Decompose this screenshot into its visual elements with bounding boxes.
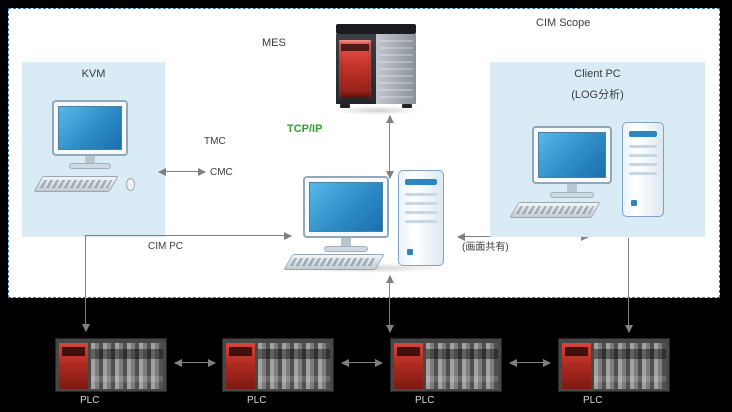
clientpc-plc4-connector <box>624 238 633 333</box>
mes-server-icon <box>332 24 424 116</box>
plc3-label: PLC <box>415 395 435 406</box>
cim-pc-keyboard-icon <box>283 254 385 270</box>
kvm-plc1-connector <box>81 235 90 332</box>
mes-label: MES <box>262 37 286 49</box>
client-screen <box>538 132 606 178</box>
kvm-monitor-icon <box>52 100 128 156</box>
mes-cimpc-arrow <box>385 115 394 179</box>
cim-pc-label: CIM PC <box>148 241 183 252</box>
cim-pc-monitor-base <box>324 246 368 252</box>
kvm-keyboard-icon <box>33 176 119 192</box>
kvm-monitor-stand <box>85 156 95 164</box>
client-computer-icon <box>490 62 705 237</box>
client-pc-label: Client PC <box>574 68 621 80</box>
cimpc-pointer-arrow <box>85 231 292 240</box>
tower-power-button <box>631 200 637 206</box>
plc-modules <box>91 343 163 389</box>
plc-modules <box>426 343 498 389</box>
client-monitor-icon <box>532 126 612 184</box>
kvm-mouse-icon <box>126 178 135 191</box>
cim-pc-monitor-stand <box>341 238 351 246</box>
client-pc-panel: Client PC (LOG分析) <box>490 62 705 237</box>
plc1-icon <box>55 338 167 392</box>
server-foot <box>402 104 412 108</box>
cmc-label: CMC <box>210 167 233 178</box>
kvm-cimpc-arrow <box>158 167 206 176</box>
client-monitor-stand <box>567 184 577 192</box>
kvm-screen <box>58 106 122 150</box>
plc3-plc4-arrow <box>509 358 551 367</box>
cim-pc-screen <box>309 182 383 232</box>
kvm-panel: KVM <box>22 62 165 237</box>
tower-power-button <box>407 249 413 255</box>
plc4-label: PLC <box>583 395 603 406</box>
plc1-label: PLC <box>80 395 100 406</box>
server-shadow <box>334 106 422 115</box>
tcpip-label: TCP/IP <box>287 123 323 135</box>
plc3-icon <box>390 338 502 392</box>
plc-red-module <box>226 343 255 389</box>
server-foot <box>340 104 350 108</box>
plc4-icon <box>558 338 670 392</box>
plc-red-module <box>59 343 88 389</box>
client-tower-icon <box>622 122 664 217</box>
cim-scope-label: CIM Scope <box>536 17 591 29</box>
cim-pc-monitor-icon <box>303 176 389 238</box>
plc2-plc3-arrow <box>341 358 383 367</box>
client-keyboard-icon <box>509 202 601 218</box>
cim-pc-tower-icon <box>398 170 444 266</box>
plc-modules <box>594 343 666 389</box>
plc2-label: PLC <box>247 395 267 406</box>
plc-red-module <box>394 343 423 389</box>
client-pc-sublabel: (LOG分析) <box>571 89 624 101</box>
cim-pc-icon <box>280 165 450 275</box>
kvm-computer-icon <box>22 62 165 237</box>
plc1-plc2-arrow <box>174 358 216 367</box>
tmc-label: TMC <box>204 136 226 147</box>
server-side <box>376 34 416 104</box>
kvm-label: KVM <box>81 68 106 80</box>
kvm-monitor-base <box>69 163 111 169</box>
plc-red-module <box>562 343 591 389</box>
server-red-door <box>339 40 371 98</box>
share-label: (画面共有) <box>462 242 509 253</box>
plc-modules <box>258 343 330 389</box>
cimpc-plc3-arrow <box>385 275 394 333</box>
plc2-icon <box>222 338 334 392</box>
client-monitor-base <box>550 192 594 198</box>
server-top <box>336 24 416 34</box>
